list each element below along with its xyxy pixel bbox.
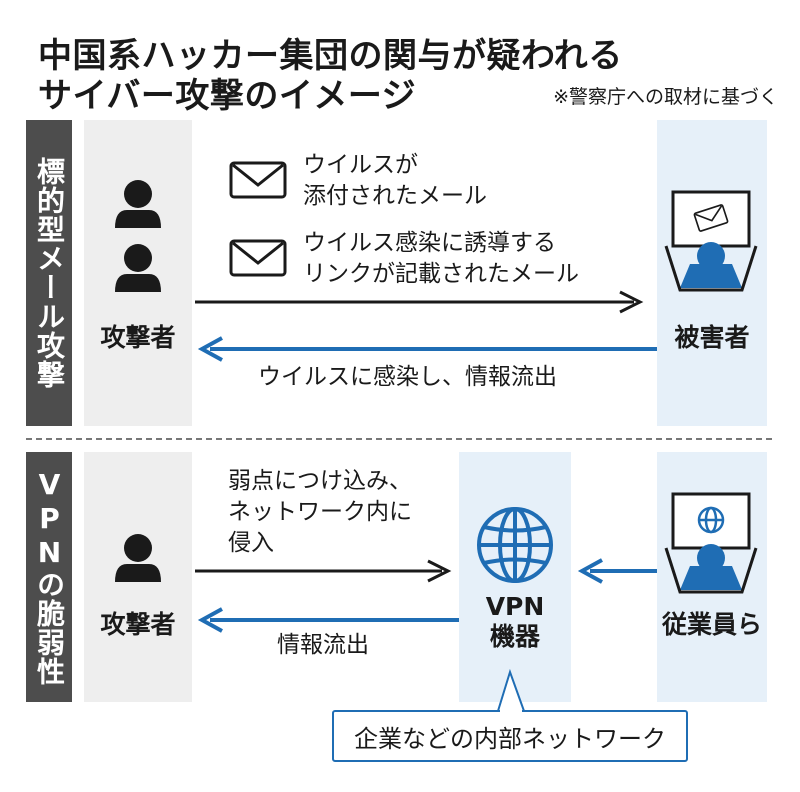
section-divider xyxy=(26,438,772,440)
section2-side-label: VPNの脆弱性 xyxy=(33,468,66,686)
arrow-left-icon xyxy=(197,336,657,362)
employee-label: 従業員ら xyxy=(661,610,762,639)
title-line-1: 中国系ハッカー集団の関与が疑われる xyxy=(38,36,623,76)
arrow-right-icon xyxy=(195,290,644,314)
callout-text: 企業などの内部ネットワーク xyxy=(354,724,666,753)
intrusion-line-2: ネットワーク内に xyxy=(228,499,412,525)
section1-side-band: 標的型メール攻撃 xyxy=(26,120,72,426)
internal-network-callout: 企業などの内部ネットワーク xyxy=(332,710,688,762)
globe-icon xyxy=(477,507,553,583)
arrow-left-icon xyxy=(577,558,657,584)
section2-attacker-label: 攻撃者 xyxy=(100,610,176,639)
mail2-line-2: リンクが記載されたメール xyxy=(303,261,579,287)
envelope-icon xyxy=(229,239,287,277)
section1-attacker-panel xyxy=(84,120,192,426)
arrow-right-icon xyxy=(195,559,452,583)
mail1-line-2: 添付されたメール xyxy=(303,183,487,209)
person-icon xyxy=(115,180,161,228)
title-line-2: サイバー攻撃のイメージ xyxy=(38,76,417,116)
arrow-left-icon xyxy=(197,607,459,633)
mail1-line-1: ウイルスが xyxy=(303,152,418,178)
laptop-user-icon xyxy=(664,492,758,594)
laptop-user-icon xyxy=(664,190,758,292)
person-icon xyxy=(115,534,161,582)
section1-return-label: ウイルスに感染し、情報流出 xyxy=(258,364,557,390)
section2-side-band: VPNの脆弱性 xyxy=(26,452,72,702)
victim-label: 被害者 xyxy=(674,323,750,352)
intrusion-line-3: 侵入 xyxy=(228,530,274,556)
intrusion-line-1: 弱点につけ込み、 xyxy=(228,468,412,494)
section1-attacker-label: 攻撃者 xyxy=(100,323,176,352)
section1-side-label: 標的型メール攻撃 xyxy=(33,157,66,389)
vpn-label-line-1: VPN xyxy=(485,592,545,621)
vpn-label-line-2: 機器 xyxy=(489,622,540,651)
person-icon xyxy=(115,244,161,292)
envelope-icon xyxy=(229,161,287,199)
source-note: ※警察庁への取材に基づく xyxy=(553,86,778,108)
callout-pointer xyxy=(497,668,525,712)
callout-join xyxy=(500,709,522,713)
mail2-line-1: ウイルス感染に誘導する xyxy=(303,230,556,256)
leak-label: 情報流出 xyxy=(277,632,369,658)
